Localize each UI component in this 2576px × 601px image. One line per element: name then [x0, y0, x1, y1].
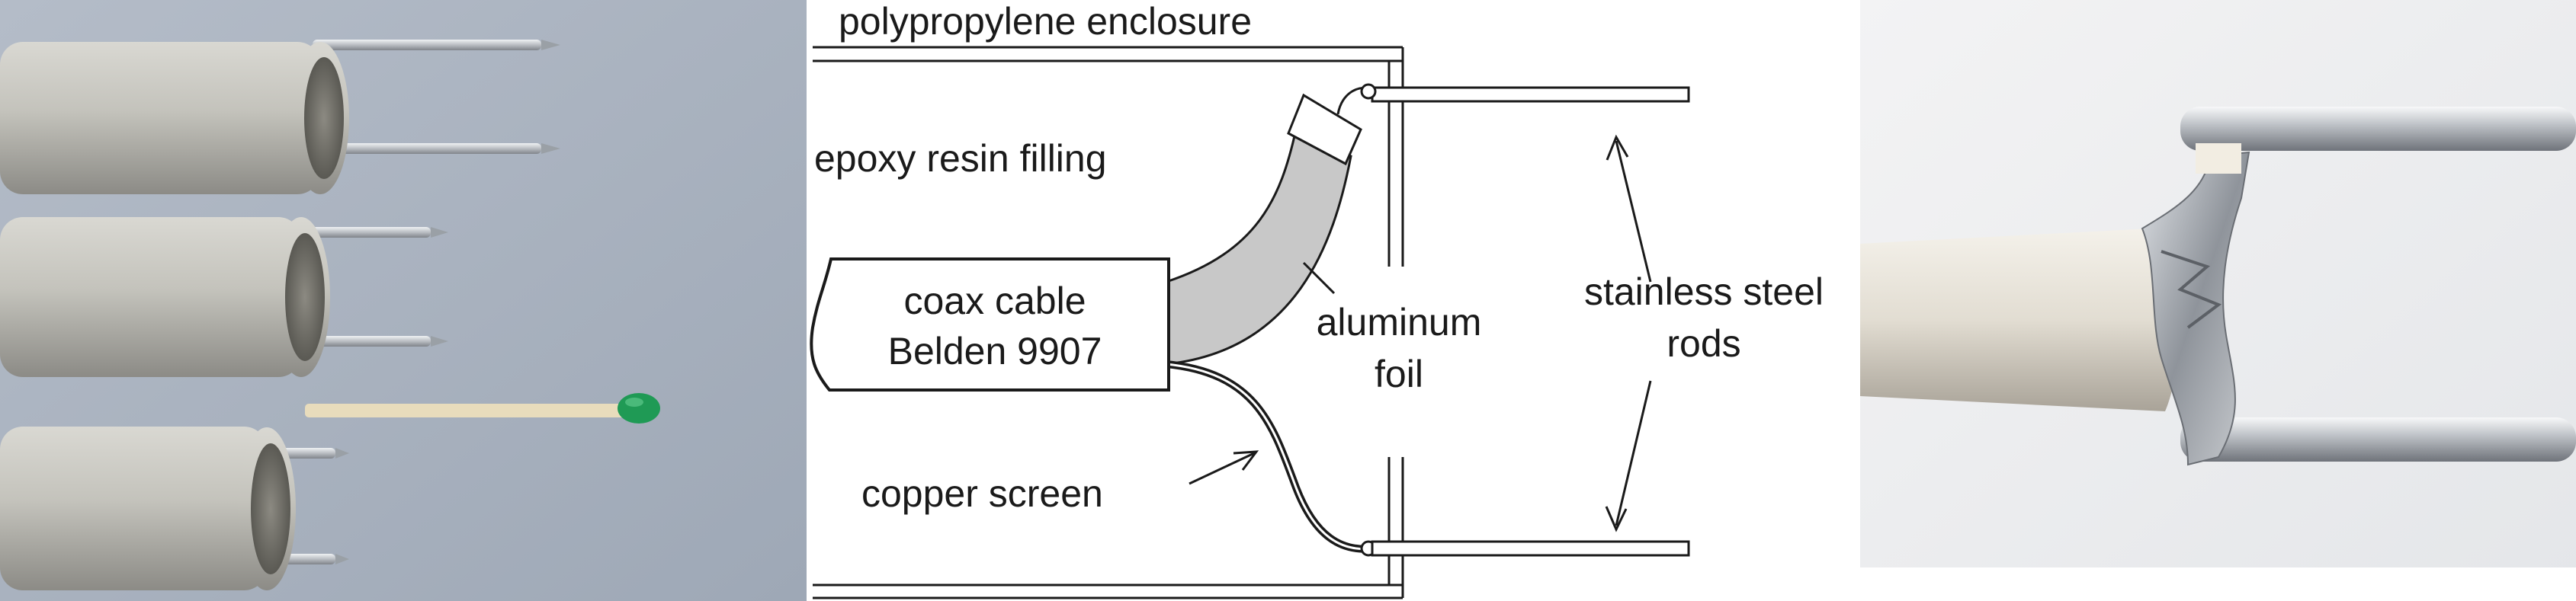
probes-photo [0, 0, 807, 601]
coax-cable-box [810, 257, 1170, 392]
probe-rod [313, 143, 541, 154]
probe-body [0, 427, 267, 590]
leader-aluminum-foil [1302, 261, 1336, 295]
arrow-rods-bottom [1615, 380, 1652, 526]
closeup-bottom-rod [2180, 417, 2576, 462]
enclosure-outline [813, 46, 1404, 599]
foil-cap [1287, 93, 1362, 166]
label-epoxy-filling: epoxy resin filling [814, 137, 1107, 180]
label-coax-model: Belden 9907 [888, 330, 1102, 372]
match-head [618, 393, 660, 424]
label-aluminum: aluminum [1317, 301, 1482, 344]
probe-body [0, 42, 320, 194]
copper-screen-wire [1166, 360, 1375, 553]
probe-schematic: polypropylene enclosure epoxy resin fill… [808, 0, 1860, 601]
aluminum-foil-shape [1165, 127, 1352, 366]
label-stainless-steel: stainless steel [1584, 270, 1824, 313]
probes-photo-illustration [0, 0, 807, 601]
closeup-insulator [2196, 143, 2241, 174]
closeup-top-rod [2180, 107, 2576, 151]
bottom-rod [1371, 540, 1690, 557]
top-rod [1371, 86, 1690, 103]
probe-3 [0, 427, 349, 590]
probe-body [0, 217, 301, 377]
probe-closeup-photo [1860, 0, 2576, 601]
arrow-rods-top [1615, 140, 1652, 283]
probe-2 [0, 217, 448, 377]
probe-closeup-illustration [1860, 0, 2576, 601]
label-coax-cable: coax cable [903, 280, 1086, 322]
closeup-cable [1860, 229, 2179, 411]
probe-rod [294, 227, 431, 238]
arrows [1189, 134, 1652, 532]
match [305, 393, 660, 424]
match-stick [305, 404, 633, 417]
label-rods: rods [1667, 322, 1740, 365]
probe-1 [0, 40, 560, 194]
probe-rod [294, 336, 431, 347]
probe-rod [313, 40, 541, 50]
probe-schematic-drawing: polypropylene enclosure epoxy resin fill… [810, 0, 1824, 599]
arrow-copper-screen [1189, 452, 1255, 485]
label-copper-screen: copper screen [861, 472, 1103, 515]
label-foil: foil [1375, 353, 1423, 395]
label-enclosure: polypropylene enclosure [839, 0, 1252, 43]
